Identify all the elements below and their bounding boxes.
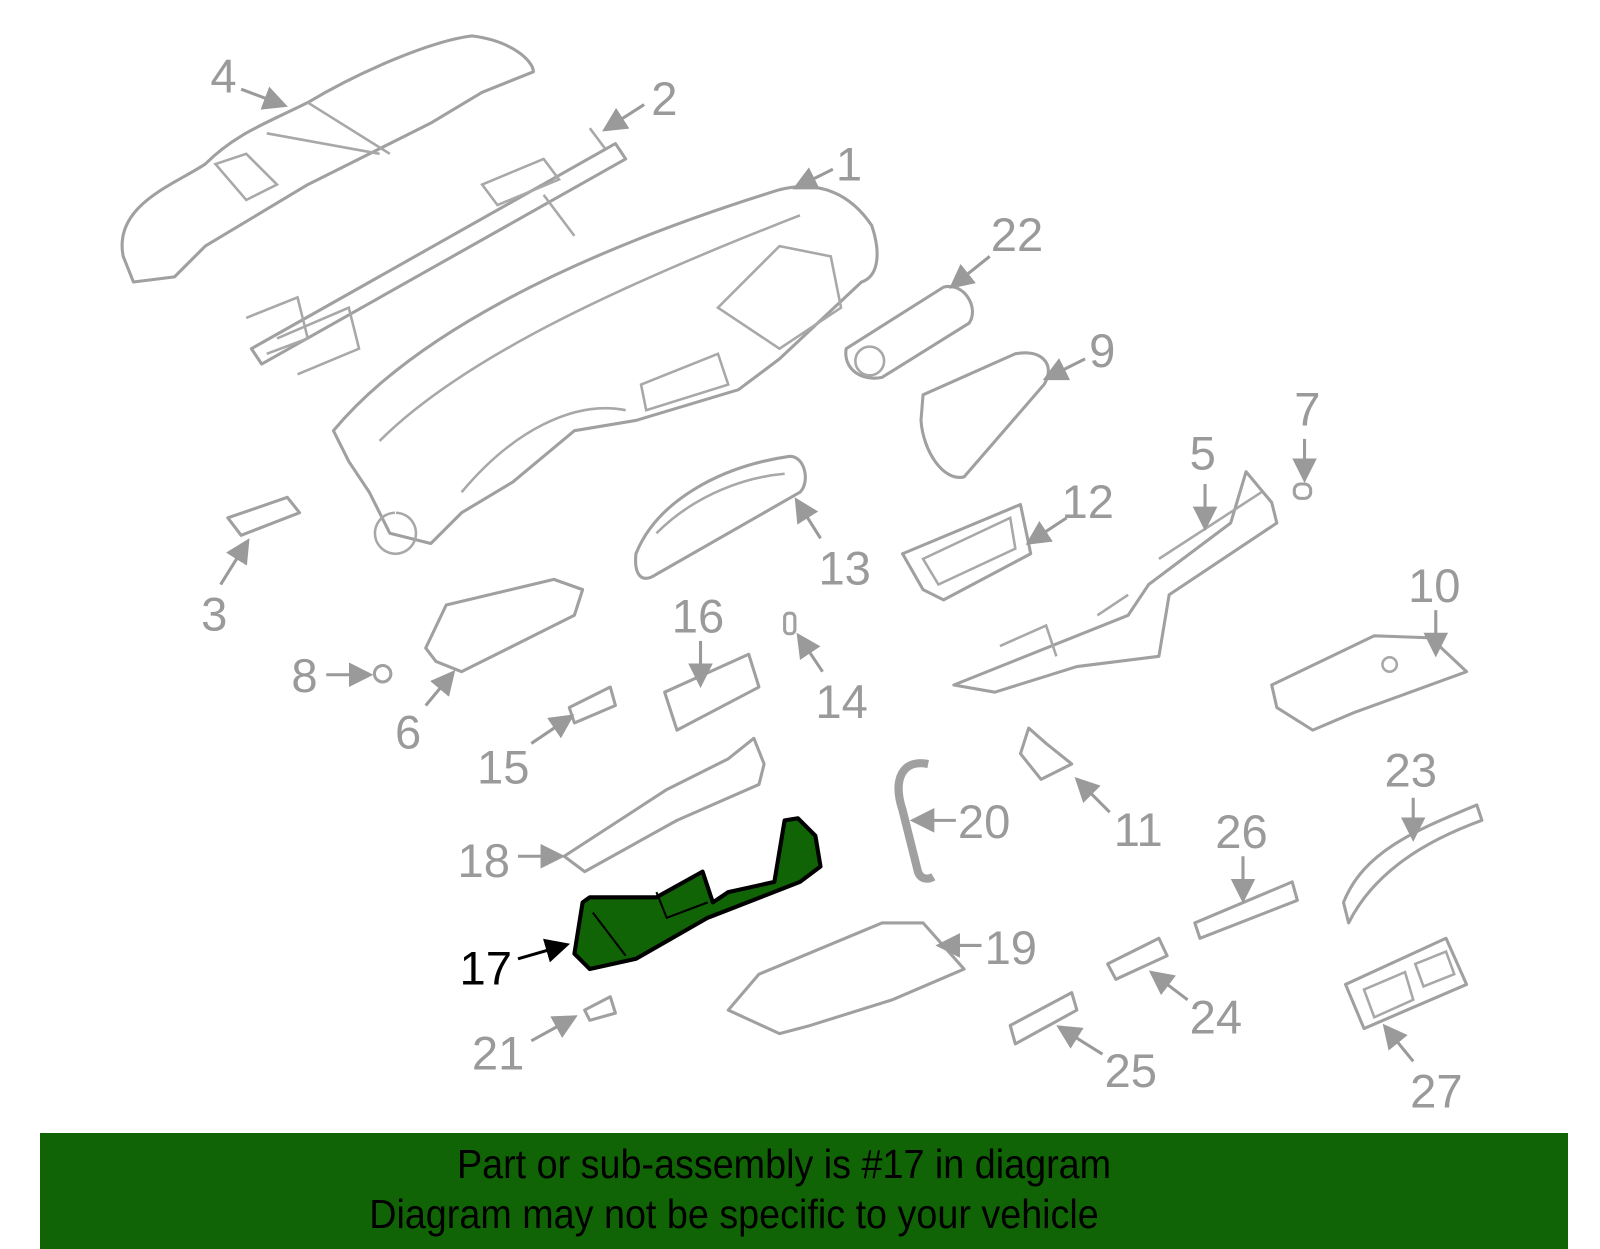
part-11-bracket[interactable] — [1018, 726, 1074, 781]
part-26-trim-strip[interactable] — [1193, 880, 1299, 940]
callout-7: 7 — [1294, 383, 1320, 436]
info-banner: Part or sub-assembly is #17 in diagram D… — [40, 1133, 1568, 1249]
callout-13: 13 — [818, 542, 870, 595]
part-19-duct[interactable] — [726, 921, 966, 1036]
part-6-trim[interactable] — [424, 577, 585, 674]
part-1-instrument-panel[interactable] — [331, 185, 879, 556]
part-22-trim[interactable] — [844, 284, 974, 380]
callout-21: 21 — [472, 1027, 524, 1080]
callout-23: 23 — [1385, 744, 1437, 797]
banner-line-2: Diagram may not be specific to your vehi… — [369, 1191, 1099, 1237]
callout-24: 24 — [1190, 991, 1242, 1044]
part-10-panel[interactable] — [1270, 634, 1469, 732]
part-16-cover[interactable] — [663, 652, 761, 732]
callout-25: 25 — [1105, 1044, 1157, 1097]
callout-10: 10 — [1408, 559, 1460, 612]
part-14-clip[interactable] — [783, 611, 797, 636]
callout-2: 2 — [651, 72, 677, 125]
part-15-bracket[interactable] — [567, 685, 617, 725]
callout-22: 22 — [991, 208, 1043, 261]
callout-16: 16 — [672, 590, 724, 643]
part-18-knee-bolster[interactable] — [562, 736, 766, 874]
part-27-panel[interactable] — [1344, 936, 1469, 1031]
part-12-bezel[interactable] — [901, 502, 1033, 602]
part-9-airbag-door[interactable] — [919, 351, 1050, 479]
callout-14: 14 — [815, 675, 867, 728]
callout-26: 26 — [1215, 805, 1267, 858]
part-4-dash-cover[interactable] — [120, 34, 535, 284]
callout-6: 6 — [395, 706, 421, 759]
part-7-plug[interactable] — [1292, 482, 1313, 500]
callout-1: 1 — [836, 137, 862, 190]
callout-18: 18 — [457, 834, 509, 887]
part-20-seal[interactable] — [894, 759, 936, 883]
part-5-lower-panel[interactable] — [952, 470, 1279, 694]
part-3-switch[interactable] — [226, 495, 302, 537]
callout-20: 20 — [958, 795, 1010, 848]
callout-15: 15 — [477, 740, 529, 793]
callout-12: 12 — [1061, 475, 1113, 528]
callout-labels: 4 2 1 22 9 7 5 12 13 3 16 10 8 14 6 15 2… — [201, 49, 1462, 1117]
callout-4: 4 — [210, 49, 236, 102]
callout-27: 27 — [1410, 1064, 1462, 1117]
callout-9: 9 — [1089, 324, 1115, 377]
part-13-cluster-bezel[interactable] — [634, 454, 807, 580]
leader-lines — [219, 86, 1449, 1063]
part-2-crossmember[interactable] — [245, 127, 628, 376]
callout-17-highlighted: 17 — [460, 941, 512, 994]
callout-3: 3 — [201, 588, 227, 641]
callout-8: 8 — [291, 649, 317, 702]
callout-19: 19 — [985, 921, 1037, 974]
part-17-highlighted[interactable] — [572, 816, 823, 972]
part-8-plug[interactable] — [372, 663, 393, 684]
part-21-clip[interactable] — [583, 995, 617, 1022]
banner-line-1: Part or sub-assembly is #17 in diagram — [456, 1141, 1112, 1187]
part-25-trim[interactable] — [1008, 991, 1079, 1046]
callout-5: 5 — [1190, 427, 1216, 480]
part-23-trim-strip[interactable] — [1341, 803, 1484, 925]
part-24-switch[interactable] — [1106, 936, 1169, 981]
callout-11: 11 — [1114, 803, 1163, 856]
